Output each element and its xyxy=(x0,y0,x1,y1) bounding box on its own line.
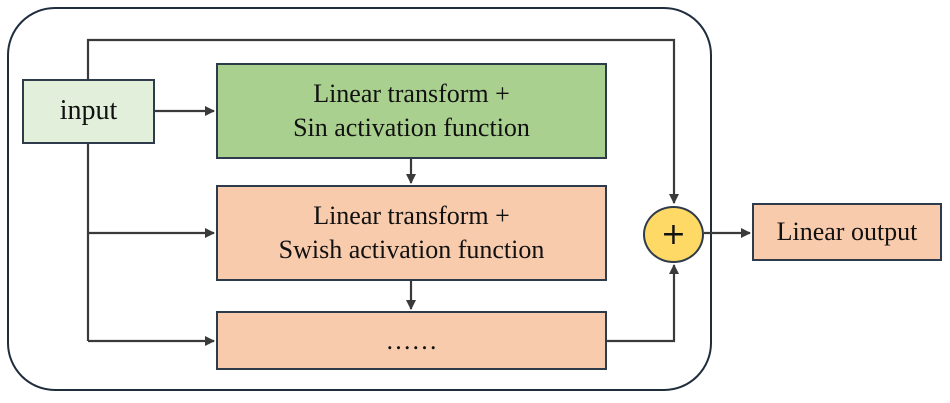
ellipsis-block: …… xyxy=(216,311,607,370)
input-node: input xyxy=(22,79,155,144)
skip-connection-line xyxy=(86,38,679,204)
sin-block-line2: Sin activation function xyxy=(293,113,530,142)
sin-block-line1: Linear transform + xyxy=(313,79,510,109)
input-label: input xyxy=(59,95,118,127)
linear-output-node: Linear output xyxy=(752,203,942,261)
swish-block-line1: Linear transform + xyxy=(313,201,510,231)
plus-icon: + xyxy=(660,217,687,252)
more-to-sum-arrow xyxy=(607,264,679,343)
model-container xyxy=(7,7,712,391)
ellipsis-label: …… xyxy=(385,325,438,355)
sum-node: + xyxy=(643,206,704,263)
swish-block-line2: Swish activation function xyxy=(278,235,545,264)
sin-activation-block: Linear transform + Sin activation functi… xyxy=(216,63,607,159)
output-label: Linear output xyxy=(776,217,918,247)
swish-activation-block: Linear transform + Swish activation func… xyxy=(216,185,607,281)
